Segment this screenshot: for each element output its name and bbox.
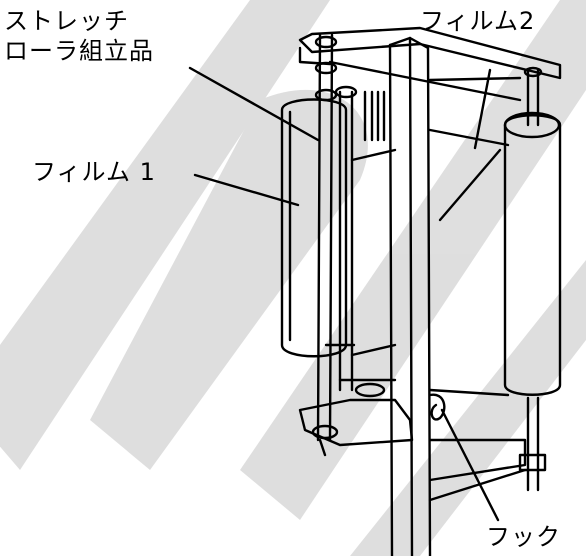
stretch-roller-label-line2: ローラ組立品 [4,37,154,65]
film2-label: フィルム2 [420,7,536,35]
stretch-roller-label: ストレッチ ローラ組立品 [4,6,154,66]
stretch-roller-label-line1: ストレッチ [4,7,129,35]
machine-line-art [188,26,562,556]
hook-label: フック [486,523,561,551]
film1-label: フィルム 1 [32,158,156,186]
